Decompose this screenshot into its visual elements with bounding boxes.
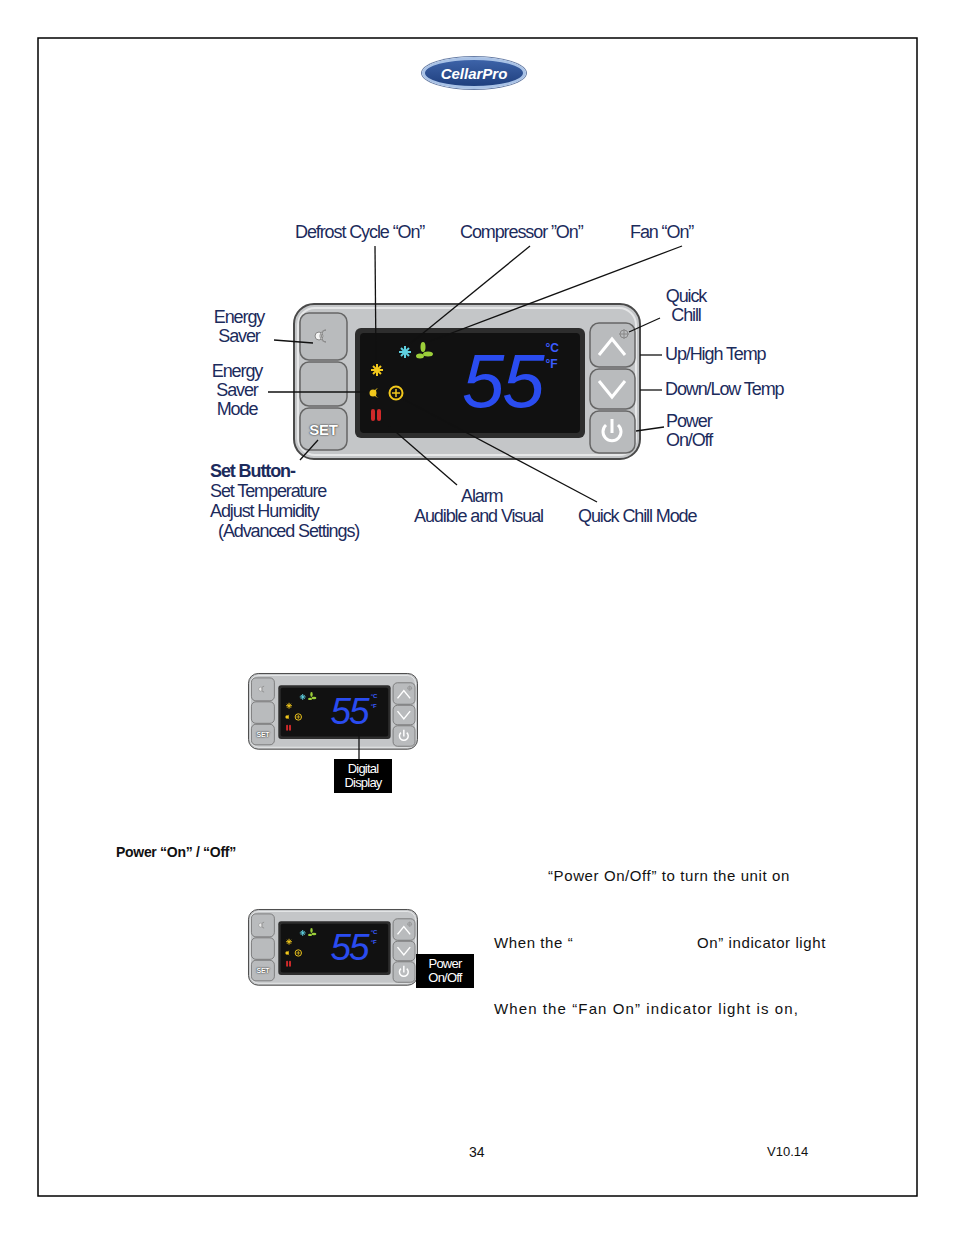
button-text: SET: [309, 421, 337, 438]
unit-text: °C: [371, 691, 378, 701]
callout-label: Alarm: [461, 487, 503, 506]
temperature-digits: 55: [462, 343, 543, 419]
footer-text: V10.14: [767, 1144, 808, 1159]
set-button: SET: [251, 724, 274, 745]
label-tag: Power On/Off: [416, 954, 474, 988]
label-tag: Digital Display: [334, 759, 392, 793]
unit-column: °C°F: [546, 340, 559, 372]
tag-text: Power On/Off: [416, 957, 474, 985]
unit-text: °F: [371, 701, 378, 711]
logo-oval: CellarPro: [422, 57, 526, 89]
tag-text: Digital Display: [334, 762, 392, 790]
logo-text: CellarPro: [441, 65, 508, 82]
temperature-digits: 55: [331, 929, 368, 966]
footer-text: 34: [469, 1144, 485, 1160]
callout-label: Energy Saver Mode: [204, 362, 270, 419]
callout-label: Power On/Off: [666, 412, 726, 450]
body-text: When the “: [494, 934, 573, 951]
unit-column: °C°F: [371, 927, 378, 947]
callout-label: Fan “On”: [630, 223, 693, 242]
callout-label: Quick Chill Mode: [578, 507, 696, 526]
display-screen: 55°C°F: [462, 340, 577, 422]
callout-label: Compressor ”On”: [460, 223, 583, 242]
unit-text: °F: [371, 937, 378, 947]
body-text: “Power On/Off” to turn the unit on: [548, 867, 790, 884]
callout-label: Audible and Visual: [414, 507, 543, 526]
unit-text: °C: [546, 340, 559, 356]
callout-label: Set Button-: [210, 462, 295, 481]
set-button: SET: [251, 960, 274, 981]
body-text: When the “Fan On” indicator light is on,: [494, 1000, 799, 1017]
button-text: SET: [257, 731, 270, 738]
callout-label: Set Temperature: [210, 482, 326, 501]
display-screen: 55°C°F: [331, 927, 387, 967]
callout-label: Energy Saver: [206, 308, 272, 346]
callout-label: Down/Low Temp: [665, 380, 783, 399]
body-text: Power “On” / “Off”: [116, 844, 236, 860]
temperature-digits: 55: [331, 693, 368, 730]
callout-label: Defrost Cycle “On”: [295, 223, 424, 242]
button-text: SET: [257, 967, 270, 974]
unit-column: °C°F: [371, 691, 378, 711]
callout-label: Quick Chill: [656, 287, 716, 325]
display-screen: 55°C°F: [331, 691, 387, 731]
body-text: On” indicator light: [697, 934, 826, 951]
unit-text: °C: [371, 927, 378, 937]
callout-label: Up/High Temp: [665, 345, 766, 364]
callout-label: Adjust Humidity: [210, 502, 319, 521]
set-button: SET: [300, 408, 347, 450]
unit-text: °F: [546, 356, 559, 372]
callout-label: (Advanced Settings): [218, 522, 359, 541]
